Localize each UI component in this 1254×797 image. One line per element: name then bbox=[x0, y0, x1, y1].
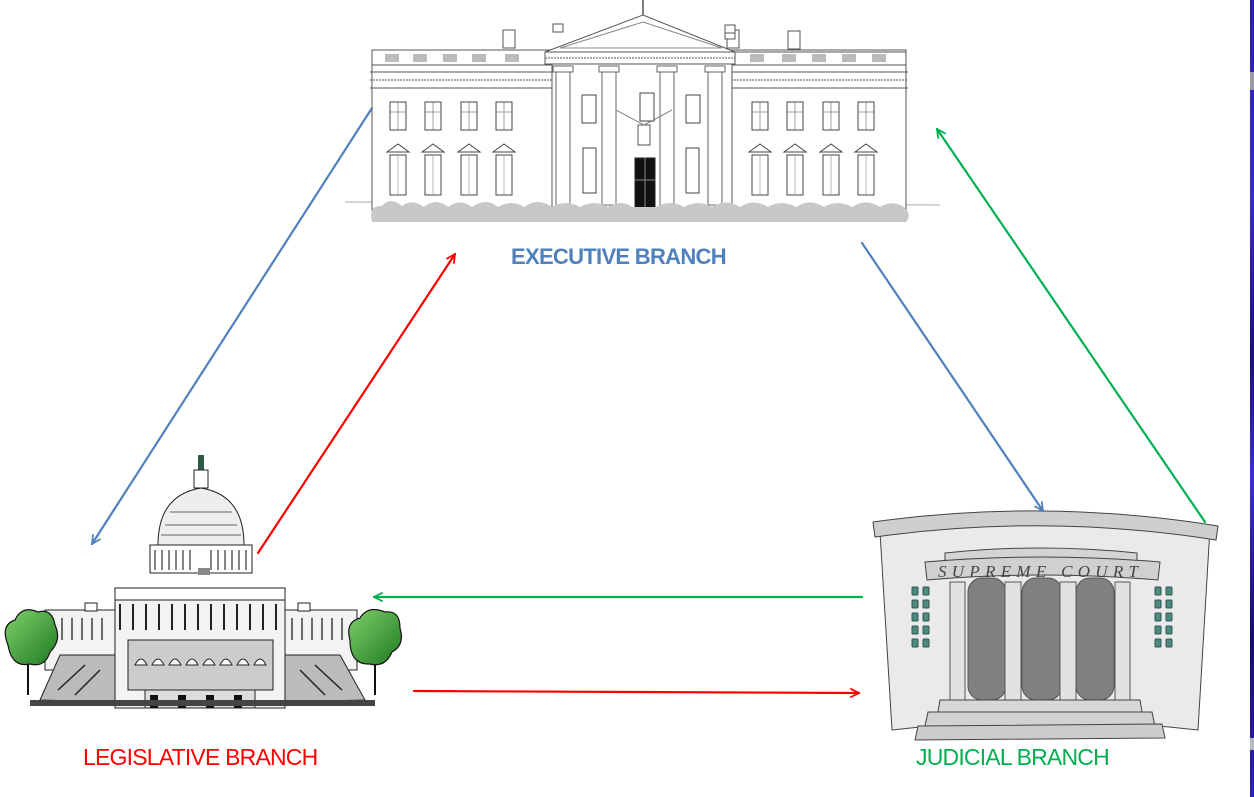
arrow-executive-to-judicial bbox=[860, 241, 1043, 511]
white-house-icon bbox=[344, 0, 941, 222]
arrow-executive-to-legislative bbox=[90, 106, 374, 544]
executive-branch-label: EXECUTIVE BRANCH bbox=[511, 244, 726, 269]
tree-icon bbox=[348, 608, 402, 695]
edge-tab bbox=[1250, 738, 1254, 750]
window-edge-strip bbox=[1250, 0, 1254, 797]
arrow-legislative-to-executive bbox=[256, 254, 457, 555]
supreme-court-icon: SUPREME COURT bbox=[872, 510, 1219, 741]
arrows bbox=[90, 106, 1207, 693]
edge-tab bbox=[1250, 72, 1254, 90]
tree-icon bbox=[4, 609, 59, 695]
court-sign-text: SUPREME COURT bbox=[938, 562, 1140, 581]
arrow-judicial-to-executive bbox=[937, 129, 1207, 524]
legislative-branch-label: LEGISLATIVE BRANCH bbox=[83, 744, 317, 770]
judicial-branch-label: JUDICIAL BRANCH bbox=[916, 744, 1109, 770]
capitol-building-icon bbox=[4, 455, 402, 709]
arrow-legislative-to-judicial bbox=[412, 691, 859, 693]
